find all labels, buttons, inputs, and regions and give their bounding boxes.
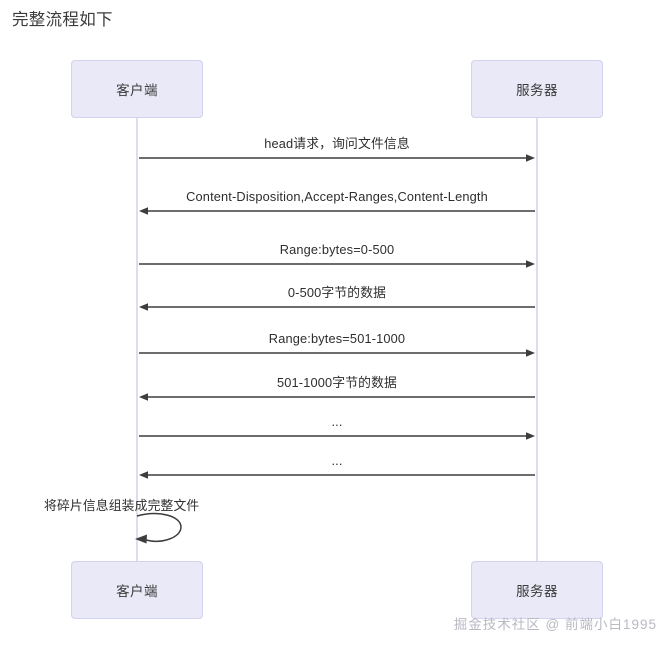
- participant-box-server-bottom[interactable]: 服务器: [471, 561, 603, 619]
- participant-label-client-bottom: 客户端: [116, 584, 158, 599]
- lifeline-server: [536, 118, 538, 561]
- message-label-1: head请求，询问文件信息: [264, 136, 410, 151]
- message-label-2: Content-Disposition,Accept-Ranges,Conten…: [186, 189, 488, 204]
- self-message-label: 将碎片信息组装成完整文件: [44, 498, 200, 513]
- participant-box-server-top[interactable]: 服务器: [471, 60, 603, 118]
- participant-box-client-top[interactable]: 客户端: [71, 60, 203, 118]
- message-arrow-4-leftward: [139, 302, 535, 312]
- message-arrow-6-leftward: [139, 392, 535, 402]
- participant-label-server-bottom: 服务器: [516, 584, 558, 599]
- message-arrow-7-rightward: [139, 431, 535, 441]
- message-arrow-3-rightward: [139, 259, 535, 269]
- message-arrow-2-leftward: [139, 206, 535, 216]
- message-label-5: Range:bytes=501-1000: [268, 331, 406, 346]
- message-arrow-8-leftward: [139, 470, 535, 480]
- message-arrow-1-rightward: [139, 153, 535, 163]
- participant-label-server-top: 服务器: [516, 83, 558, 98]
- message-label-8: ...: [331, 453, 343, 468]
- lifeline-client: [136, 118, 138, 561]
- message-label-7: ...: [331, 414, 343, 429]
- participant-label-client-top: 客户端: [116, 83, 158, 98]
- participant-box-client-bottom[interactable]: 客户端: [71, 561, 203, 619]
- page-title: 完整流程如下: [12, 11, 113, 29]
- message-label-4: 0-500字节的数据: [287, 285, 387, 300]
- message-label-6: 501-1000字节的数据: [276, 375, 397, 390]
- self-message-loop-arrow: [129, 512, 191, 552]
- watermark: 掘金技术社区 @ 前端小白1995: [453, 617, 657, 632]
- message-label-3: Range:bytes=0-500: [279, 242, 395, 257]
- message-arrow-5-rightward: [139, 348, 535, 358]
